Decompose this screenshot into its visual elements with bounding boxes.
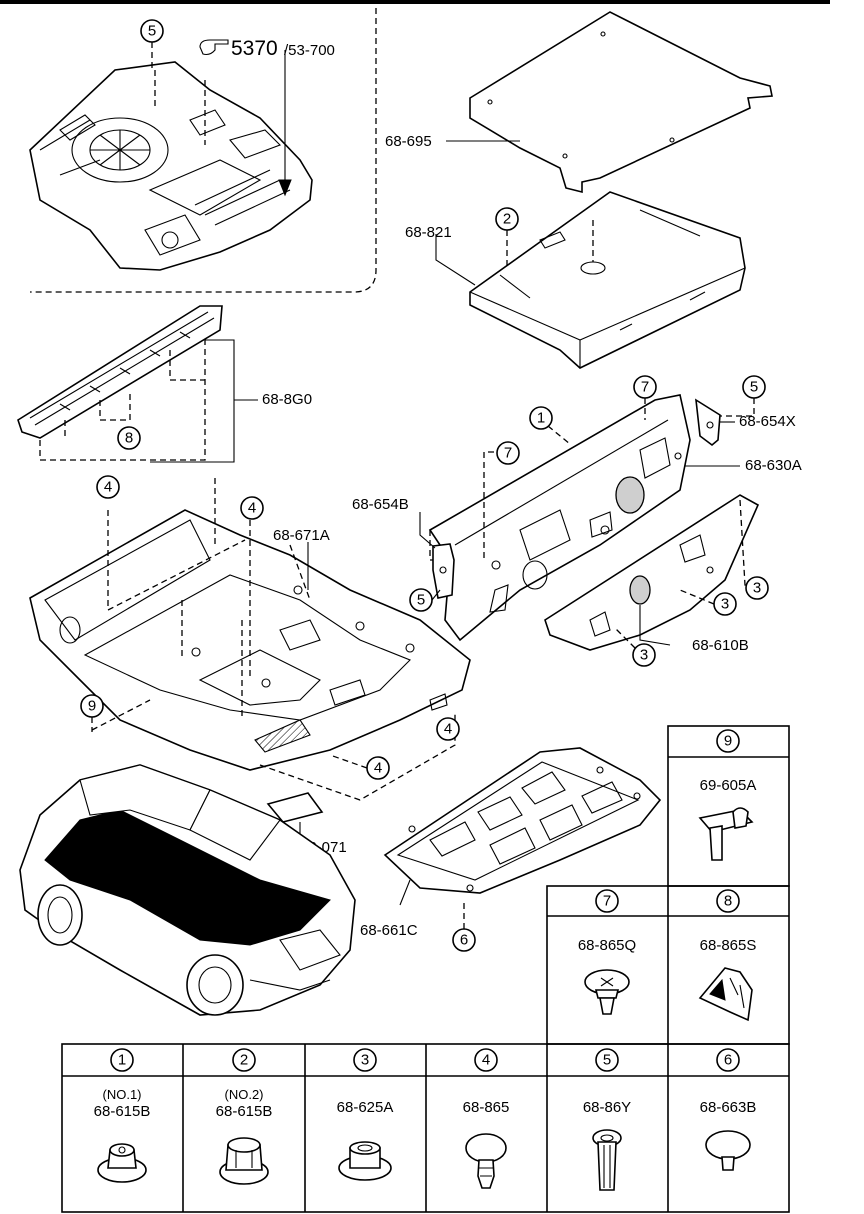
label-68-610B: 68-610B: [692, 637, 749, 654]
callout-9: 9: [80, 694, 104, 732]
clip-icon-69-605A: [698, 807, 754, 861]
svg-text:3: 3: [721, 596, 729, 613]
push-pin-icon-68-865: [465, 1133, 507, 1189]
pointing-hand-icon: [199, 39, 229, 56]
svg-text:4: 4: [444, 721, 452, 738]
label-68-671A: 68-671A: [273, 527, 330, 544]
svg-text:6: 6: [460, 932, 468, 949]
svg-text:68-865: 68-865: [463, 1099, 510, 1116]
label-68-821: 68-821: [405, 224, 452, 241]
legend-cell-1: 1 (NO.1) 68-615B: [94, 1048, 151, 1183]
clip-68-654B: [432, 543, 455, 599]
callout-5-top: 5: [140, 19, 164, 70]
svg-text:7: 7: [504, 445, 512, 462]
callout-8: 8: [117, 426, 141, 450]
svg-text:(NO.2): (NO.2): [225, 1087, 264, 1102]
push-pin-icon-68-663B: [705, 1130, 751, 1171]
legend-cell-5: 5 68-86Y: [583, 1048, 631, 1191]
vehicle-illustration: [19, 764, 356, 1016]
rivet-icon-68-86Y: [592, 1129, 622, 1191]
scuff-plate-68-8G0: [17, 305, 223, 461]
callout-3-c: 3: [614, 627, 656, 667]
nut-icon-68-615B-no1: [97, 1143, 147, 1183]
svg-text:68-615B: 68-615B: [216, 1103, 273, 1120]
svg-text:68-865S: 68-865S: [700, 937, 757, 954]
svg-text:5: 5: [750, 379, 758, 396]
callout-7-a: 7: [633, 375, 657, 420]
callout-5-c: 5: [409, 588, 441, 612]
callout-7-b: 7: [483, 441, 520, 560]
label-68-654B: 68-654B: [352, 496, 409, 513]
svg-text:8: 8: [724, 893, 732, 910]
svg-text:68-865Q: 68-865Q: [578, 937, 636, 954]
hood-insulator-68-661C: [383, 747, 662, 894]
svg-text:68-615B: 68-615B: [94, 1103, 151, 1120]
ref-sub-label: /53-700: [284, 42, 335, 59]
svg-text:69-605A: 69-605A: [700, 777, 757, 794]
clip-icon-68-865S: [698, 967, 753, 1022]
pad-76-071: [266, 792, 324, 823]
nut-icon-68-615B-no2: [219, 1137, 269, 1185]
dash-insulator-68-630A: [428, 394, 691, 642]
floor-pan-reference: [29, 8, 377, 293]
svg-text:7: 7: [603, 893, 611, 910]
legend-cell-8: 8 68-865S: [698, 889, 757, 1022]
callout-5-b: 5: [720, 375, 766, 417]
svg-text:3: 3: [753, 580, 761, 597]
svg-text:9: 9: [724, 733, 732, 750]
svg-text:5: 5: [603, 1052, 611, 1069]
legend-cell-3: 3 68-625A: [337, 1048, 394, 1181]
callout-6: 6: [452, 900, 476, 952]
legend-cell-9: 9 69-605A: [698, 729, 757, 861]
svg-text:9: 9: [88, 698, 96, 715]
svg-text:1: 1: [118, 1052, 126, 1069]
label-68-8G0: 68-8G0: [262, 391, 312, 408]
trunk-board-68-695: [469, 11, 773, 194]
floor-carpet-68-671A: [29, 478, 471, 801]
callout-4-d: 4: [329, 754, 390, 780]
callout-4-a: 4: [96, 475, 120, 499]
callout-1: 1: [529, 406, 571, 445]
legend-cell-6: 6 68-663B: [700, 1048, 757, 1171]
svg-text:8: 8: [125, 430, 133, 447]
svg-text:68-86Y: 68-86Y: [583, 1099, 631, 1116]
svg-text:4: 4: [482, 1052, 490, 1069]
lower-insulator-68-610B: [544, 494, 760, 651]
svg-text:68-663B: 68-663B: [700, 1099, 757, 1116]
callout-3-a: 3: [745, 576, 769, 600]
label-68-630A: 68-630A: [745, 457, 802, 474]
svg-text:2: 2: [503, 211, 511, 228]
svg-text:3: 3: [361, 1052, 369, 1069]
svg-text:1: 1: [537, 410, 545, 427]
svg-text:5: 5: [417, 592, 425, 609]
svg-text:68-625A: 68-625A: [337, 1099, 394, 1116]
svg-text:4: 4: [248, 500, 256, 517]
clip-68-654X: [695, 398, 721, 447]
label-68-661C: 68-661C: [360, 922, 418, 939]
legend-cell-7: 7 68-865Q: [578, 889, 636, 1015]
svg-text:7: 7: [641, 379, 649, 396]
legend-cell-4: 4 68-865: [463, 1048, 510, 1189]
callout-3-b: 3: [679, 589, 737, 616]
svg-text:2: 2: [240, 1052, 248, 1069]
label-68-654X: 68-654X: [739, 413, 796, 430]
svg-text:5: 5: [148, 23, 156, 40]
svg-text:3: 3: [640, 647, 648, 664]
push-clip-icon-68-865Q: [584, 969, 630, 1015]
ref-main-label: 5370: [231, 37, 278, 60]
callout-2: 2: [495, 207, 519, 268]
callout-4-b: 4: [240, 496, 264, 520]
svg-text:4: 4: [374, 760, 382, 777]
label-68-695: 68-695: [385, 133, 432, 150]
trunk-tray-68-821: [469, 191, 746, 369]
svg-text:(NO.1): (NO.1): [103, 1087, 142, 1102]
legend-bottom: [61, 1043, 790, 1213]
svg-text:6: 6: [724, 1052, 732, 1069]
svg-text:4: 4: [104, 479, 112, 496]
legend-cell-2: 2 (NO.2) 68-615B: [216, 1048, 273, 1185]
grommet-icon-68-625A: [338, 1141, 392, 1181]
callout-4-c: 4: [436, 717, 460, 741]
